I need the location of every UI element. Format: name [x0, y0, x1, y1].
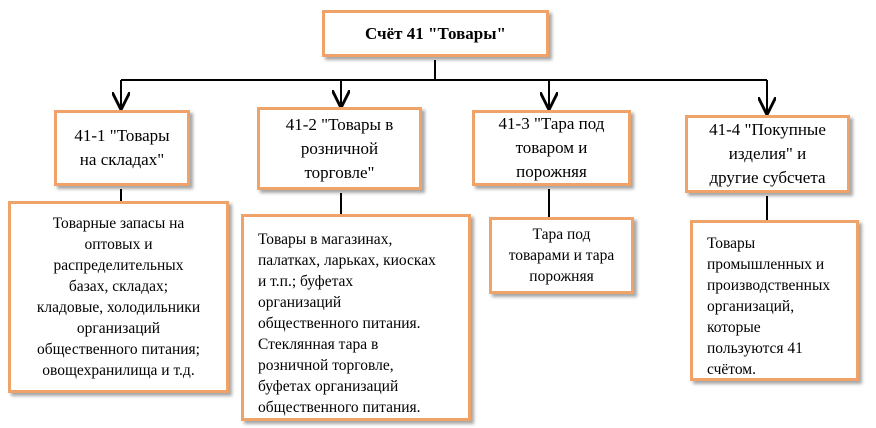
node-41-3-label: 41-3 "Тара под товаром и порожняя: [498, 114, 605, 181]
node-41-4-label: 41-4 "Покупные изделия" и другие субсчет…: [709, 120, 826, 187]
node-41-1: 41-1 "Товары на складах": [54, 110, 190, 186]
root-node-label: Счёт 41 "Товары": [365, 23, 506, 43]
description-41-3-text: Тара под товарами и тара порожняя: [508, 226, 615, 285]
node-41-2: 41-2 "Товары в розничной торговле": [257, 107, 422, 190]
node-41-2-label: 41-2 "Товары в розничной торговле": [285, 114, 394, 182]
node-41-1-label: 41-1 "Товары на складах": [74, 126, 170, 169]
root-node-account-41: Счёт 41 "Товары": [322, 10, 549, 57]
node-41-3: 41-3 "Тара под товаром и порожняя: [472, 110, 631, 186]
description-41-1: Товарные запасы на оптовых и распределит…: [8, 201, 229, 393]
description-41-4: Товары промышленных и производственных о…: [690, 220, 859, 381]
description-41-2: Товары в магазинах, палатках, ларьках, к…: [241, 214, 471, 421]
description-41-4-text: Товары промышленных и производственных о…: [707, 235, 831, 378]
node-41-4: 41-4 "Покупные изделия" и другие субсчет…: [685, 115, 850, 193]
description-41-1-text: Товарные запасы на оптовых и распределит…: [36, 215, 201, 379]
description-41-3: Тара под товарами и тара порожняя: [489, 217, 634, 294]
description-41-2-text: Товары в магазинах, палатках, ларьках, к…: [258, 231, 436, 416]
